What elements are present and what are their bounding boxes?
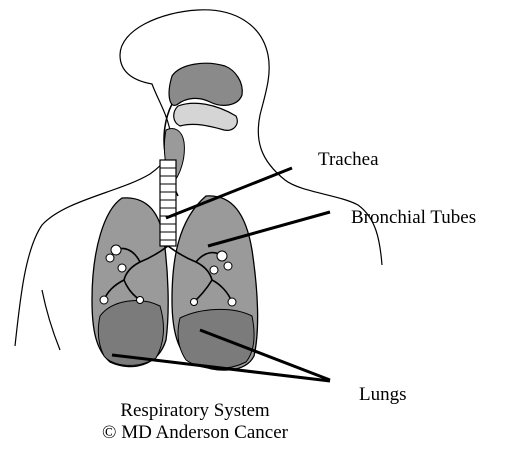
trachea-label: Trachea xyxy=(318,150,379,169)
bronchial-tubes-label: Bronchial Tubes xyxy=(351,208,476,227)
right-lung-lower-lobe xyxy=(178,309,254,368)
lungs-label: Lungs xyxy=(359,385,407,404)
caption-title: Respiratory System xyxy=(80,401,310,420)
caption-copyright: © MD Anderson Cancer xyxy=(80,423,310,442)
nasal-cavity xyxy=(169,63,242,105)
mouth-cavity xyxy=(174,103,238,130)
trachea-structure xyxy=(160,160,176,246)
left-arm-line xyxy=(42,290,60,350)
left-lung-lower-lobe xyxy=(98,301,163,366)
